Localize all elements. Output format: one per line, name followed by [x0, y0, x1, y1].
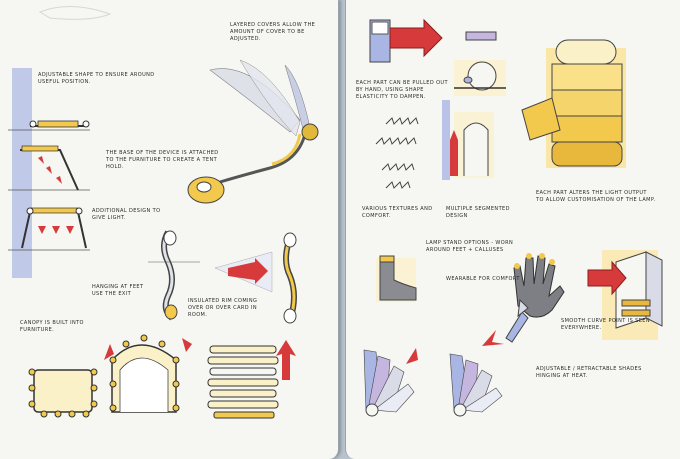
canopy-chair-2 — [109, 334, 192, 413]
fan-shade-sketch-2 — [449, 298, 529, 417]
note-various-textures: Various textures and comfort. — [362, 206, 433, 219]
note-multiple-segments: Multiple segmented design — [446, 206, 510, 219]
left-page-sketches — [8, 5, 319, 419]
texture-sawtooth-sketch — [375, 117, 419, 189]
cylinder-lamp-sketch — [521, 39, 626, 168]
glove-sketch — [513, 253, 565, 318]
foot-sleeve-sketch — [376, 255, 417, 302]
note-insulated-rim: Insulated rim coming over or over card i… — [188, 298, 258, 318]
fan-shade-sketch-1 — [363, 348, 418, 417]
note-canopy-built: Canopy is built into furniture. — [20, 320, 84, 333]
right-page-sketches — [363, 18, 663, 417]
note-lamp-stand: Lamp stand options - worn around feet + … — [426, 240, 514, 253]
note-base-attached: The base of the device is attached to th… — [106, 150, 219, 170]
note-hanging-feet: Hanging at feet use the exit — [92, 284, 144, 297]
note-adjustable-shape: Adjustable shape to ensure around useful… — [38, 72, 155, 85]
note-adjustable-hinge: Adjustable / retractable shades hinging … — [536, 366, 642, 379]
canopy-chair-1 — [28, 344, 114, 418]
note-layered-covers: Layered covers allow the amount of cover… — [230, 22, 316, 42]
box-lamp-sketch — [587, 250, 663, 340]
note-additional-design: Additional design to give light. — [92, 208, 161, 221]
segment-column-sketch — [442, 100, 494, 180]
fan-clip-device — [187, 59, 319, 204]
note-wearable: Wearable for comfort — [446, 276, 520, 282]
canopy-chair-3 — [207, 340, 296, 419]
bracket-sketch-2 — [20, 145, 79, 191]
hook-clip-sketch — [148, 230, 297, 324]
right-sketch-page: Each part can be pulled out by hand, usi… — [345, 0, 680, 459]
note-smooth-curve: Smooth curve point is seen everywhere. — [561, 318, 650, 331]
slider-arrow-sketch — [369, 18, 497, 63]
left-sketch-page: Layered covers allow the amount of cover… — [0, 0, 339, 459]
bracket-sketch-3 — [21, 207, 87, 249]
sphere-joint-sketch — [454, 60, 506, 96]
note-each-part-alters: Each part alters the light output to all… — [536, 190, 656, 203]
note-each-part-slides: Each part can be pulled out by hand, usi… — [356, 80, 448, 100]
bracket-sketch-1 — [29, 120, 90, 128]
